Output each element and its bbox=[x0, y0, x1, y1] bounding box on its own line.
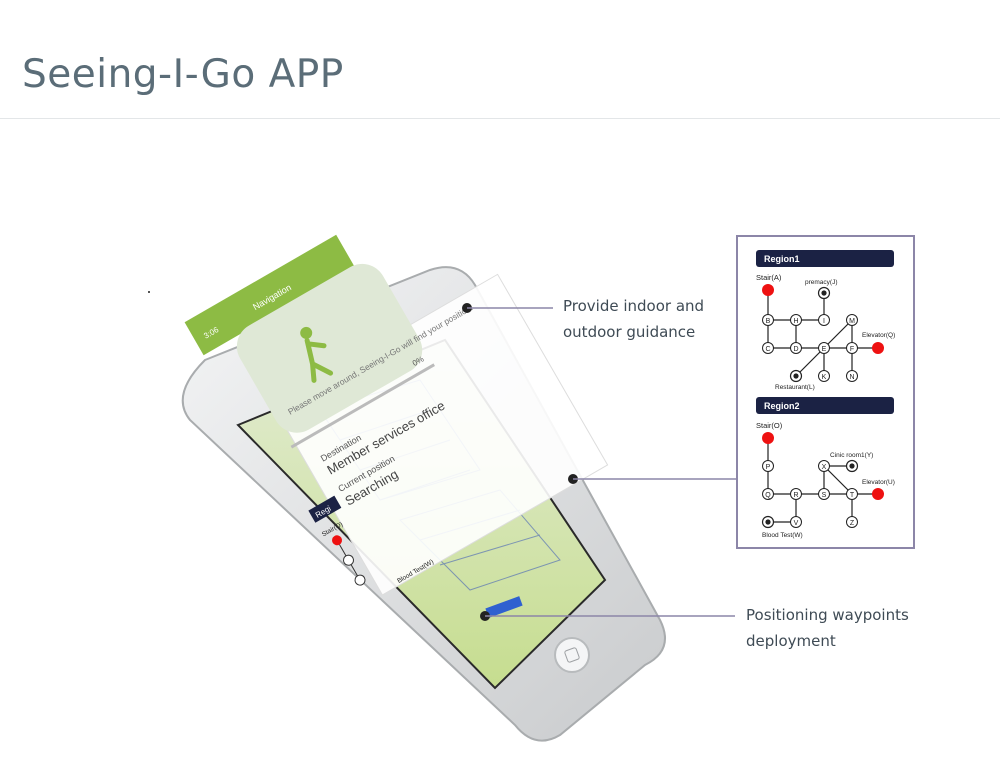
svg-text:C: C bbox=[765, 346, 770, 353]
region1-header bbox=[756, 250, 894, 267]
node-label-blood-w: Blood Test(W) bbox=[762, 532, 803, 539]
region-graph: Region1 Stair(A) premacy(J) Elevator(Q) … bbox=[756, 250, 895, 539]
svg-text:X: X bbox=[822, 464, 827, 471]
node-o bbox=[762, 432, 774, 444]
svg-text:Region2: Region2 bbox=[764, 401, 800, 411]
node-label-premacy-j: premacy(J) bbox=[805, 279, 838, 286]
floating-screens: 3:06 Navigation Please move around, Seei… bbox=[184, 234, 609, 596]
node-label-stair-a: Stair(A) bbox=[756, 273, 782, 282]
home-button bbox=[554, 637, 590, 673]
node-u bbox=[872, 488, 884, 500]
svg-text:K: K bbox=[822, 374, 827, 381]
person-icon bbox=[300, 326, 313, 339]
callout-waypoints: Positioning waypoints deployment bbox=[746, 606, 909, 650]
region-graph-panel: Region1 Stair(A) premacy(J) Elevator(Q) … bbox=[736, 235, 915, 549]
svg-text:N: N bbox=[849, 374, 854, 381]
svg-text:Region1: Region1 bbox=[764, 254, 800, 264]
node-label-stair-o: Stair(O) bbox=[756, 421, 783, 430]
svg-text:I: I bbox=[823, 318, 825, 325]
app-header bbox=[184, 234, 356, 356]
svg-text:T: T bbox=[850, 492, 855, 499]
svg-text:F: F bbox=[850, 346, 854, 353]
svg-text:P: P bbox=[766, 464, 771, 471]
node-label-elevator-u: Elevator(U) bbox=[862, 479, 895, 486]
node-label-elevator-q: Elevator(Q) bbox=[862, 332, 895, 339]
page-title: Seeing-I-Go APP bbox=[22, 52, 344, 97]
svg-text:E: E bbox=[822, 346, 827, 353]
header-divider bbox=[0, 118, 1000, 119]
callout-guidance: Provide indoor and outdoor guidance bbox=[563, 297, 705, 341]
svg-text:Z: Z bbox=[850, 520, 855, 527]
svg-text:Q: Q bbox=[765, 492, 771, 499]
region2-header bbox=[756, 397, 894, 414]
node-a bbox=[762, 284, 774, 296]
svg-text:M: M bbox=[849, 318, 855, 325]
status-card bbox=[236, 263, 423, 433]
node-label-clinic-y: Cinic room1(Y) bbox=[830, 452, 873, 459]
map-label-box bbox=[485, 596, 523, 618]
svg-text:B: B bbox=[766, 318, 771, 325]
svg-text:V: V bbox=[794, 520, 799, 527]
svg-text:R: R bbox=[793, 492, 798, 499]
node-label-restaurant-l: Restaurant(L) bbox=[775, 384, 815, 391]
stray-dot bbox=[148, 291, 150, 293]
svg-text:D: D bbox=[793, 346, 798, 353]
svg-text:H: H bbox=[793, 318, 798, 325]
node-q bbox=[872, 342, 884, 354]
svg-text:S: S bbox=[822, 492, 827, 499]
